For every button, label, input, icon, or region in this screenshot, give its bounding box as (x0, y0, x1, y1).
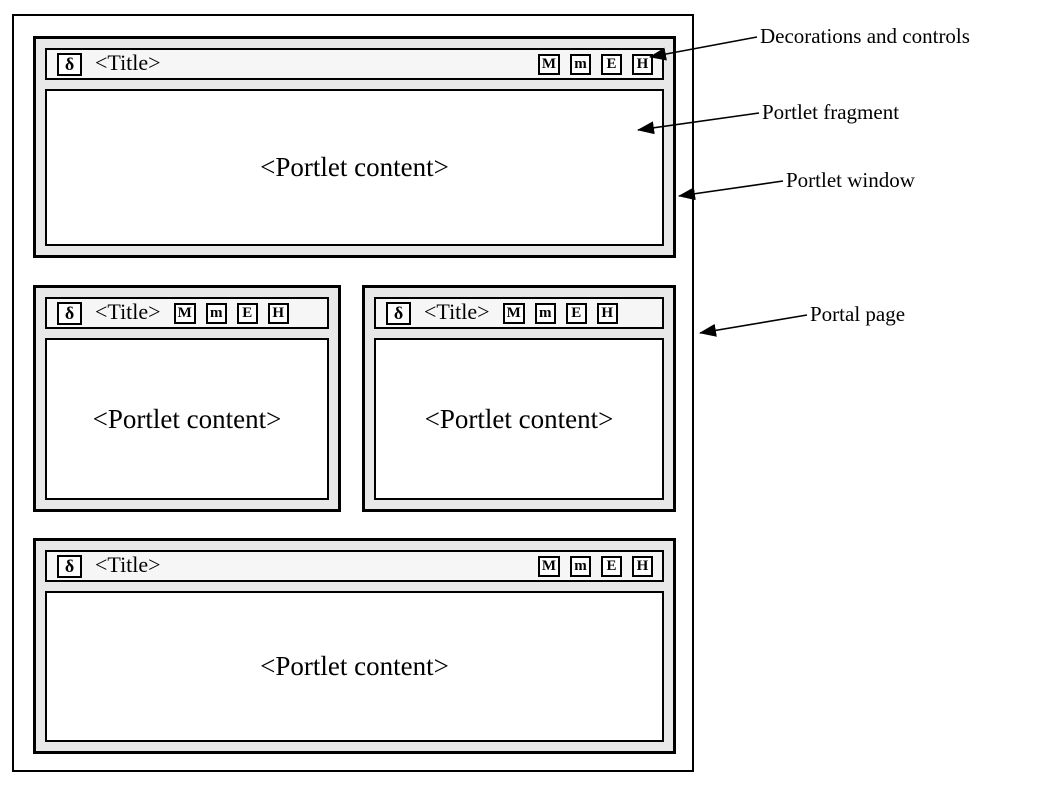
annotation-label-decorations: Decorations and controls (760, 24, 970, 48)
maximize-button[interactable]: M (537, 53, 560, 75)
portlet-titlebar: δ <Title> M m E H (374, 297, 664, 329)
minimize-button[interactable]: m (570, 53, 591, 75)
portlet-content: <Portlet content> (45, 89, 664, 246)
help-button[interactable]: H (267, 302, 289, 324)
arrow-portal-page (699, 314, 808, 337)
portlet-content: <Portlet content> (45, 591, 664, 742)
portlet-content: <Portlet content> (374, 338, 664, 500)
minimize-button[interactable]: m (205, 302, 227, 324)
portlet-window-bottom: δ <Title> M m E H <Portlet content> (33, 538, 676, 754)
help-button[interactable]: H (632, 53, 653, 75)
portlet-delta-icon: δ (57, 554, 82, 578)
edit-button[interactable]: E (236, 302, 258, 324)
annotation-label-portlet-fragment: Portlet fragment (762, 100, 900, 124)
portal-page: δ <Title> M m E H <Portlet content> δ <T… (12, 14, 694, 772)
annotation-label-portlet-window: Portlet window (786, 168, 915, 192)
portlet-controls: M m E H (537, 53, 653, 75)
maximize-button[interactable]: M (537, 555, 560, 577)
portlet-delta-icon: δ (57, 52, 82, 76)
edit-button[interactable]: E (601, 53, 622, 75)
portlet-titlebar: δ <Title> M m E H (45, 297, 329, 329)
portlet-title: <Title> (424, 299, 490, 324)
edit-button[interactable]: E (601, 555, 622, 577)
maximize-button[interactable]: M (173, 302, 196, 324)
portlet-controls: M m E H (173, 302, 289, 324)
minimize-button[interactable]: m (570, 555, 591, 577)
portlet-title: <Title> (95, 299, 161, 324)
help-button[interactable]: H (632, 555, 653, 577)
annotation-label-portal-page: Portal page (810, 302, 906, 326)
help-button[interactable]: H (596, 302, 618, 324)
minimize-button[interactable]: m (534, 302, 556, 324)
portlet-delta-icon: δ (386, 301, 411, 325)
portlet-window-middle-right: δ <Title> M m E H <Portlet content> (362, 285, 676, 512)
maximize-button[interactable]: M (502, 302, 525, 324)
portlet-window-middle-left: δ <Title> M m E H <Portlet content> (33, 285, 341, 512)
portlet-titlebar: δ <Title> M m E H (45, 48, 664, 80)
portlet-delta-icon: δ (57, 301, 82, 325)
portlet-controls: M m E H (502, 302, 618, 324)
portlet-content: <Portlet content> (45, 338, 329, 500)
edit-button[interactable]: E (565, 302, 587, 324)
arrow-portlet-window (678, 180, 784, 201)
portlet-title: <Title> (95, 50, 161, 75)
portlet-titlebar: δ <Title> M m E H (45, 550, 664, 582)
portlet-controls: M m E H (537, 555, 653, 577)
portlet-window-top: δ <Title> M m E H <Portlet content> (33, 36, 676, 258)
portlet-title: <Title> (95, 552, 161, 577)
